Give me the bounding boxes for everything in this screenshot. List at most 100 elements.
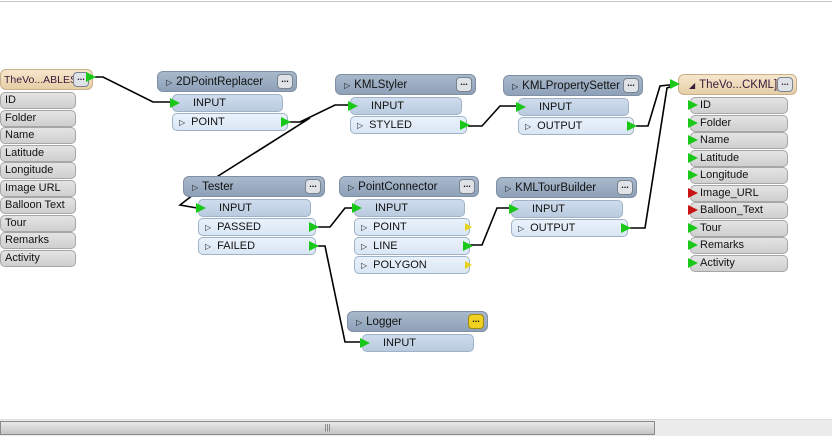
connection-line-kmltourbuilder bbox=[466, 207, 511, 246]
pointconnector-output-arrow[interactable] bbox=[465, 261, 472, 269]
logger-input-arrow[interactable] bbox=[360, 338, 370, 348]
writer-attribute-port[interactable] bbox=[688, 117, 698, 128]
writer-menu-button[interactable]: ... bbox=[777, 77, 793, 92]
reader-attribute[interactable]: Activity bbox=[0, 249, 76, 267]
writer-attribute[interactable]: Balloon_Text bbox=[690, 202, 788, 219]
expand-icon: ▷ bbox=[361, 223, 368, 232]
kmlpropertysetter-input-port[interactable]: INPUT bbox=[518, 98, 629, 116]
pointconnector-output-port[interactable]: ▷POLYGON bbox=[354, 256, 470, 274]
writer-attribute[interactable]: Tour bbox=[690, 219, 788, 237]
kmltourbuilder-menu-button[interactable]: ... bbox=[617, 180, 633, 195]
reader-attribute[interactable]: Image URL bbox=[0, 179, 76, 197]
tester-output-port[interactable]: ▷PASSED bbox=[198, 218, 316, 236]
tester-transformer[interactable]: ▷Tester... bbox=[183, 176, 325, 197]
kmlpropertysetter-menu-button[interactable]: ... bbox=[623, 78, 639, 93]
writer-attribute[interactable]: Remarks bbox=[690, 237, 788, 254]
reader-attribute-label: Latitude bbox=[5, 146, 45, 159]
writer-attribute[interactable]: Name bbox=[690, 132, 788, 149]
pointconnector-input-arrow[interactable] bbox=[352, 203, 362, 213]
2dpointreplacer-output-arrow[interactable] bbox=[281, 117, 291, 127]
expand-icon: ▷ bbox=[512, 82, 519, 91]
reader-output-port[interactable] bbox=[86, 72, 96, 82]
reader-attribute[interactable]: Longitude bbox=[0, 162, 76, 179]
pointconnector-transformer[interactable]: ▷PointConnector... bbox=[339, 176, 479, 197]
2dpointreplacer-input-port[interactable]: INPUT bbox=[172, 94, 283, 112]
kmlstyler-output-label: STYLED bbox=[369, 119, 412, 131]
tester-menu-button[interactable]: ... bbox=[305, 179, 321, 194]
2dpointreplacer-input-arrow[interactable] bbox=[170, 98, 180, 108]
kmltourbuilder-title: KMLTourBuilder bbox=[515, 182, 597, 194]
pointconnector-output-arrow[interactable] bbox=[463, 241, 473, 251]
writer-attribute-port[interactable] bbox=[688, 100, 698, 110]
pointconnector-output-port[interactable]: ▷POINT bbox=[354, 218, 470, 236]
writer-attribute-port[interactable] bbox=[688, 240, 698, 250]
writer-attribute[interactable]: Longitude bbox=[690, 167, 788, 184]
pointconnector-output-label: POLYGON bbox=[373, 259, 427, 271]
kmlstyler-output-arrow[interactable] bbox=[460, 120, 470, 130]
writer-attribute-port[interactable] bbox=[688, 152, 698, 163]
kmlstyler-input-arrow[interactable] bbox=[348, 101, 358, 111]
2dpointreplacer-transformer[interactable]: ▷2DPointReplacer... bbox=[157, 71, 297, 92]
reader-attribute[interactable]: Tour bbox=[0, 214, 76, 232]
kmltourbuilder-output-arrow[interactable] bbox=[621, 223, 631, 233]
tester-input-arrow[interactable] bbox=[196, 203, 206, 213]
writer-attribute[interactable]: Image_URL bbox=[690, 184, 788, 202]
writer-attribute-port[interactable] bbox=[688, 257, 698, 268]
writer-attribute-label: Activity bbox=[700, 256, 735, 269]
expand-icon: ▷ bbox=[505, 184, 512, 193]
kmltourbuilder-output-port[interactable]: ▷OUTPUT bbox=[511, 219, 628, 237]
reader-attribute-label: ID bbox=[5, 94, 16, 106]
pointconnector-title: PointConnector bbox=[358, 181, 438, 193]
writer-input-port[interactable] bbox=[670, 79, 680, 89]
kmlpropertysetter-input-arrow[interactable] bbox=[516, 102, 526, 112]
reader-attribute[interactable]: Latitude bbox=[0, 144, 76, 162]
reader-attribute[interactable]: Name bbox=[0, 127, 76, 144]
kmlstyler-transformer[interactable]: ▷KMLStyler... bbox=[335, 74, 476, 95]
kmlpropertysetter-output-port[interactable]: ▷OUTPUT bbox=[518, 117, 634, 135]
horizontal-scrollbar[interactable]: ||| bbox=[0, 419, 832, 436]
kmltourbuilder-transformer[interactable]: ▷KMLTourBuilder... bbox=[496, 177, 637, 198]
kmltourbuilder-input-port[interactable]: INPUT bbox=[511, 200, 623, 218]
reader-attribute[interactable]: Folder bbox=[0, 109, 76, 127]
kmlstyler-title: KMLStyler bbox=[354, 79, 408, 91]
logger-title: Logger bbox=[366, 316, 402, 328]
pointconnector-input-port[interactable]: INPUT bbox=[354, 199, 465, 217]
writer-attribute[interactable]: Activity bbox=[690, 254, 788, 272]
logger-menu-button[interactable]: ... bbox=[468, 314, 484, 329]
kmltourbuilder-input-arrow[interactable] bbox=[509, 204, 519, 214]
reader-attribute[interactable]: Balloon Text bbox=[0, 197, 76, 214]
expand-icon: ▷ bbox=[357, 121, 364, 130]
writer-attribute-port[interactable] bbox=[688, 205, 698, 215]
kmlpropertysetter-output-arrow[interactable] bbox=[627, 121, 637, 131]
kmlstyler-menu-button[interactable]: ... bbox=[456, 77, 472, 92]
tester-output-arrow[interactable] bbox=[309, 241, 319, 251]
tester-input-port[interactable]: INPUT bbox=[198, 199, 311, 217]
reader-feature-type-header[interactable]: TheVo...ABLES]]... bbox=[0, 69, 93, 90]
logger-input-port[interactable]: INPUT bbox=[362, 334, 474, 352]
reader-attribute[interactable]: ID bbox=[0, 92, 76, 109]
writer-attribute-port[interactable] bbox=[688, 187, 698, 198]
reader-attribute[interactable]: Remarks bbox=[0, 232, 76, 249]
kmlstyler-output-port[interactable]: ▷ STYLED bbox=[350, 116, 467, 134]
scrollbar-thumb[interactable]: ||| bbox=[0, 421, 655, 435]
2dpointreplacer-menu-button[interactable]: ... bbox=[277, 74, 293, 89]
tester-output-port[interactable]: ▷FAILED bbox=[198, 237, 316, 255]
kmlstyler-input-port[interactable]: INPUT bbox=[350, 97, 462, 115]
writer-attribute-port[interactable] bbox=[688, 170, 698, 180]
kmlpropertysetter-transformer[interactable]: ▷KMLPropertySetter... bbox=[503, 75, 643, 96]
writer-attribute[interactable]: Folder bbox=[690, 114, 788, 132]
tester-title: Tester bbox=[202, 181, 234, 193]
pointconnector-output-arrow[interactable] bbox=[465, 223, 472, 231]
writer-feature-type-header[interactable]: ◢TheVo...CKML]]... bbox=[678, 74, 797, 95]
writer-attribute-port[interactable] bbox=[688, 135, 698, 145]
pointconnector-menu-button[interactable]: ... bbox=[459, 179, 475, 194]
writer-attribute[interactable]: ID bbox=[690, 97, 788, 114]
writer-attribute-port[interactable] bbox=[688, 222, 698, 233]
logger-transformer[interactable]: ▷Logger... bbox=[347, 311, 488, 332]
writer-attribute-label: Name bbox=[700, 134, 730, 146]
2dpointreplacer-output-port[interactable]: ▷POINT bbox=[172, 113, 288, 131]
pointconnector-output-port[interactable]: ▷LINE bbox=[354, 237, 470, 255]
tester-output-arrow[interactable] bbox=[309, 222, 319, 232]
writer-attribute[interactable]: Latitude bbox=[690, 149, 788, 167]
writer-title: TheVo...CKML]] bbox=[699, 79, 781, 91]
